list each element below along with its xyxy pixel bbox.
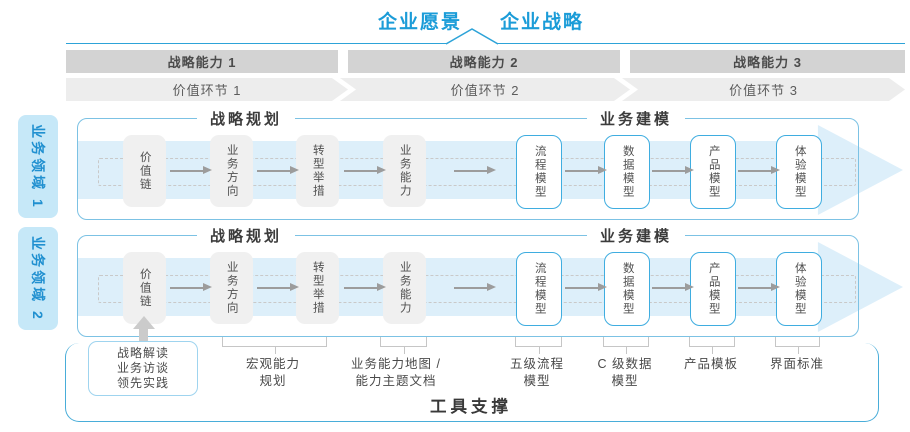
arrow-right-icon bbox=[565, 283, 607, 291]
annotation-c-level-data-model: C 级数据 模型 bbox=[597, 357, 653, 388]
modeling-header-row2: 业务建模 bbox=[586, 225, 686, 246]
box-transformation-row2: 转型举措 bbox=[295, 252, 339, 324]
bracket-data-model bbox=[603, 337, 649, 354]
arrow-right-icon bbox=[454, 283, 496, 291]
box-business-capability-row1: 业务能力 bbox=[382, 135, 426, 207]
arrow-right-icon bbox=[344, 283, 386, 291]
box-process-model-row1: 流程模型 bbox=[516, 135, 562, 209]
swimlane-row-2: 战略规划 业务建模 价值链 业务方向 转型举措 业务能力 流程模型 数据模型 产… bbox=[77, 225, 859, 337]
box-data-model-row1: 数据模型 bbox=[604, 135, 650, 209]
box-experience-model-row1: 体验模型 bbox=[776, 135, 822, 209]
annotation-capability-map: 业务能力地图 / 能力主题文档 bbox=[351, 357, 441, 388]
value-chain-segment-1: 价值环节 1 bbox=[66, 78, 348, 101]
arrow-right-icon bbox=[565, 166, 607, 174]
annotation-ui-standard: 界面标准 bbox=[769, 357, 825, 371]
domain-label-1: 业务领域 1 bbox=[18, 115, 58, 218]
box-business-capability-row2: 业务能力 bbox=[382, 252, 426, 324]
box-product-model-row2: 产品模型 bbox=[690, 252, 736, 326]
arrow-up-icon bbox=[132, 316, 155, 329]
box-business-direction-row1: 业务方向 bbox=[209, 135, 253, 207]
arrow-right-icon bbox=[454, 166, 496, 174]
arrow-right-icon bbox=[170, 283, 212, 291]
capability-bar-3: 战略能力 3 bbox=[630, 50, 905, 73]
bracket-capability-map bbox=[380, 337, 427, 354]
dashed-track-row2 bbox=[98, 275, 856, 303]
practice-annotation-box: 战略解读 业务访谈 领先实践 bbox=[88, 341, 198, 396]
arrow-right-icon bbox=[257, 283, 299, 291]
domain-label-1-text: 业务领域 1 bbox=[30, 123, 46, 210]
annotation-macro-capability: 宏观能力 规划 bbox=[245, 357, 301, 388]
vision-title: 企业愿景 bbox=[377, 12, 463, 33]
bracket-process bbox=[515, 337, 562, 354]
caret-up-icon bbox=[446, 28, 498, 45]
planning-header-row2: 战略规划 bbox=[196, 225, 296, 246]
box-transformation-row1: 转型举措 bbox=[295, 135, 339, 207]
arrow-right-icon bbox=[257, 166, 299, 174]
tools-support-container bbox=[65, 343, 879, 422]
box-business-direction-row2: 业务方向 bbox=[209, 252, 253, 324]
box-value-chain-row1: 价值链 bbox=[122, 135, 166, 207]
value-chain-segment-3: 价值环节 3 bbox=[622, 78, 905, 101]
annotation-product-template: 产品模板 bbox=[683, 357, 739, 371]
arrow-right-icon bbox=[170, 166, 212, 174]
box-value-chain-row2: 价值链 bbox=[122, 252, 166, 324]
box-experience-model-row2: 体验模型 bbox=[776, 252, 822, 326]
bracket-product bbox=[689, 337, 735, 354]
bracket-ui-standard bbox=[775, 337, 820, 354]
annotation-process-model: 五级流程 模型 bbox=[509, 357, 565, 388]
arrow-right-icon bbox=[652, 166, 694, 174]
tools-support-label: 工具支撑 bbox=[430, 398, 512, 416]
box-process-model-row2: 流程模型 bbox=[516, 252, 562, 326]
arrow-right-icon bbox=[652, 283, 694, 291]
arrow-right-icon bbox=[738, 283, 780, 291]
domain-label-2-text: 业务领域 2 bbox=[30, 235, 46, 322]
bracket-macro bbox=[222, 337, 327, 354]
strategy-title: 企业战略 bbox=[499, 12, 585, 33]
arrow-right-icon bbox=[344, 166, 386, 174]
modeling-header-row1: 业务建模 bbox=[586, 108, 686, 129]
arrow-up-icon bbox=[139, 328, 148, 343]
box-data-model-row2: 数据模型 bbox=[604, 252, 650, 326]
arrow-right-icon bbox=[738, 166, 780, 174]
box-product-model-row1: 产品模型 bbox=[690, 135, 736, 209]
dashed-track-row1 bbox=[98, 158, 856, 186]
capability-bar-1: 战略能力 1 bbox=[66, 50, 338, 73]
value-chain-segment-2: 价值环节 2 bbox=[340, 78, 630, 101]
swimlane-row-1: 战略规划 业务建模 价值链 业务方向 转型举措 业务能力 流程模型 数据模型 产… bbox=[77, 108, 859, 220]
capability-bar-2: 战略能力 2 bbox=[348, 50, 620, 73]
planning-header-row1: 战略规划 bbox=[196, 108, 296, 129]
domain-label-2: 业务领域 2 bbox=[18, 227, 58, 330]
